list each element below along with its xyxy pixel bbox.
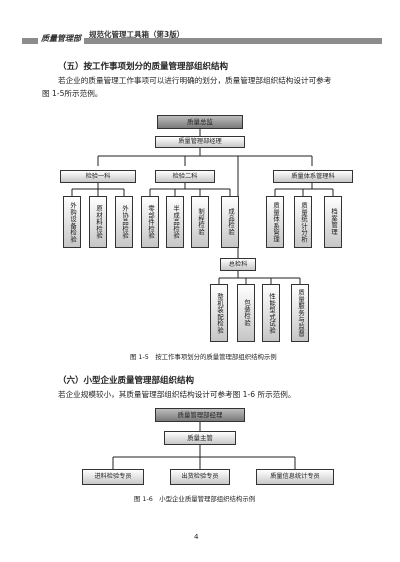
section6-heading: （六）小型企业质量管理部组织结构	[58, 376, 195, 386]
leaf-box-3-1: 质量体系管理	[266, 196, 284, 248]
chart1-manager-box: 质量管理部经理	[155, 136, 245, 148]
page-number: 4	[194, 533, 199, 541]
sub-group-box: 总检科	[220, 258, 256, 271]
leaf-label: 半成品检验	[172, 205, 179, 239]
leaf-label: 整机装配检验	[216, 292, 223, 334]
group-box-3: 质量体系管理科	[273, 170, 353, 183]
leaf-box-2-4: 制程检验	[191, 196, 209, 248]
leaf-label: 原材料检验	[95, 205, 102, 239]
group-box-2: 检验二科	[155, 170, 215, 183]
leaf-label: 质量体系管理	[272, 201, 279, 243]
chart1-caption: 图 1-5 按工作事项划分的质量管理部组织结构示例	[130, 353, 277, 361]
sub-leaf-box-4: 质量服务与监督	[291, 284, 309, 342]
leaf-box-3-2: 质量统计分析	[294, 196, 312, 248]
leaf-label: 性能型式试验	[268, 292, 275, 334]
section-label: 质量管理部	[38, 33, 84, 44]
chart2-mid-box: 质量主管	[164, 431, 236, 445]
group-label-1: 检验一科	[85, 173, 111, 180]
sub-leaf-box-3: 性能型式试验	[262, 284, 280, 342]
series-title: 规范化管理工具箱（第3版）	[89, 30, 185, 39]
sub-leaf-box-2: 包装检验	[237, 284, 255, 342]
group-label-3: 质量体系管理科	[291, 173, 335, 180]
group-label-2: 检验二科	[172, 173, 198, 180]
chart2-mid-label: 质量主管	[187, 434, 213, 442]
chart2-child-label-2: 出货检验专员	[181, 473, 219, 480]
leaf-label: 档案管理	[330, 208, 337, 236]
chart2-connectors	[112, 422, 296, 469]
header-rule	[22, 38, 382, 44]
section5-para-line1: 若企业的质量管理工作事项可以进行明确的划分，质量管理部组织结构设计可参考	[58, 76, 332, 85]
leaf-box-1-3: 外协品检验	[115, 196, 133, 248]
leaf-label: 成品检验	[227, 208, 234, 236]
chart2-caption: 图 1-6 小型企业质量管理部组织结构示例	[134, 495, 256, 503]
chart2-child-box-2: 出货检验专员	[170, 469, 230, 485]
chart1-manager-label: 质量管理部经理	[178, 138, 222, 145]
leaf-box-2-2: 半成品检验	[166, 196, 184, 248]
leaf-box-3-3: 档案管理	[324, 196, 342, 248]
leaf-box-2-3: 成品检验	[221, 196, 239, 248]
section6-para: 若企业规模较小，其质量管理部组织结构设计可参考图 1-6 所示范例。	[58, 390, 296, 399]
chart2-child-box-1: 进料检验专员	[82, 469, 144, 485]
leaf-label: 质量服务与监督	[297, 289, 304, 337]
section5-para-line2: 图 1-5所示范例。	[42, 89, 103, 98]
chart2-child-label-1: 进料检验专员	[94, 473, 132, 480]
leaf-label: 包装检验	[243, 299, 250, 327]
leaf-box-2-1: 零部件检验	[141, 196, 159, 248]
chart2-top-label: 质量管理部经理	[177, 411, 223, 419]
chart1-top-box: 质量总监	[157, 115, 243, 129]
leaf-label: 外协品检验	[121, 205, 128, 239]
sub-leaf-box-1: 整机装配检验	[210, 284, 228, 342]
leaf-box-1-2: 原材料检验	[89, 196, 107, 248]
leaf-box-1-1: 外购设备检验	[63, 196, 81, 248]
group-box-1: 检验一科	[60, 170, 136, 183]
chart2-child-box-3: 质量信息统计专员	[256, 469, 334, 485]
section5-heading: （五）按工作事项划分的质量管理部组织结构	[58, 62, 229, 72]
leaf-label: 外购设备检验	[69, 201, 76, 243]
leaf-label: 制程检验	[197, 208, 204, 236]
sub-group-label: 总检科	[228, 261, 248, 268]
chart2-top-box: 质量管理部经理	[155, 408, 245, 422]
leaf-label: 零部件检验	[147, 205, 154, 239]
chart1-top-label: 质量总监	[187, 118, 213, 126]
chart2-child-label-3: 质量信息统计专员	[270, 473, 320, 480]
leaf-label: 质量统计分析	[300, 201, 307, 243]
